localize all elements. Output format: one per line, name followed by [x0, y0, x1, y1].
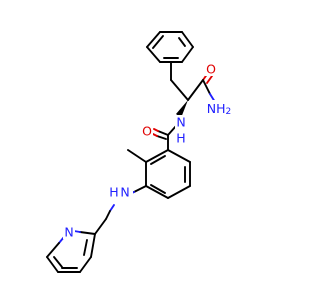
- oxygen-label-left: O: [142, 124, 152, 139]
- amine-n-label: N: [120, 185, 129, 200]
- stereo-wedge: [176, 100, 188, 118]
- amide-n-label: N: [176, 115, 185, 130]
- atom-label-o-top: O: [205, 62, 217, 77]
- secondary-amide: [152, 125, 177, 151]
- atom-label-amine: H N: [107, 185, 133, 200]
- pyridine-n-label: N: [64, 225, 73, 240]
- atom-label-o-left: O: [141, 124, 153, 139]
- amide-h-label: H: [176, 131, 185, 146]
- phenyl-ring: [146, 31, 194, 63]
- molecule-canvas: O NH2 N H O H N N: [46, 31, 235, 273]
- benzyl-chain: [170, 61, 189, 101]
- nh2-label: NH2: [207, 101, 231, 118]
- primary-amide: [187, 72, 216, 103]
- amine-h-label: H: [109, 185, 118, 200]
- structure-diagram: O NH2 N H O H N N: [46, 31, 235, 273]
- atom-label-nh2: NH2: [207, 100, 235, 117]
- atom-label-n-amide: N H: [175, 115, 187, 146]
- oxygen-label: O: [206, 62, 216, 77]
- benzamide-ring: [145, 149, 191, 199]
- methyl-group: [127, 149, 147, 163]
- pyridine-ring: [46, 230, 96, 273]
- atom-label-pyridine-n: N: [63, 225, 75, 240]
